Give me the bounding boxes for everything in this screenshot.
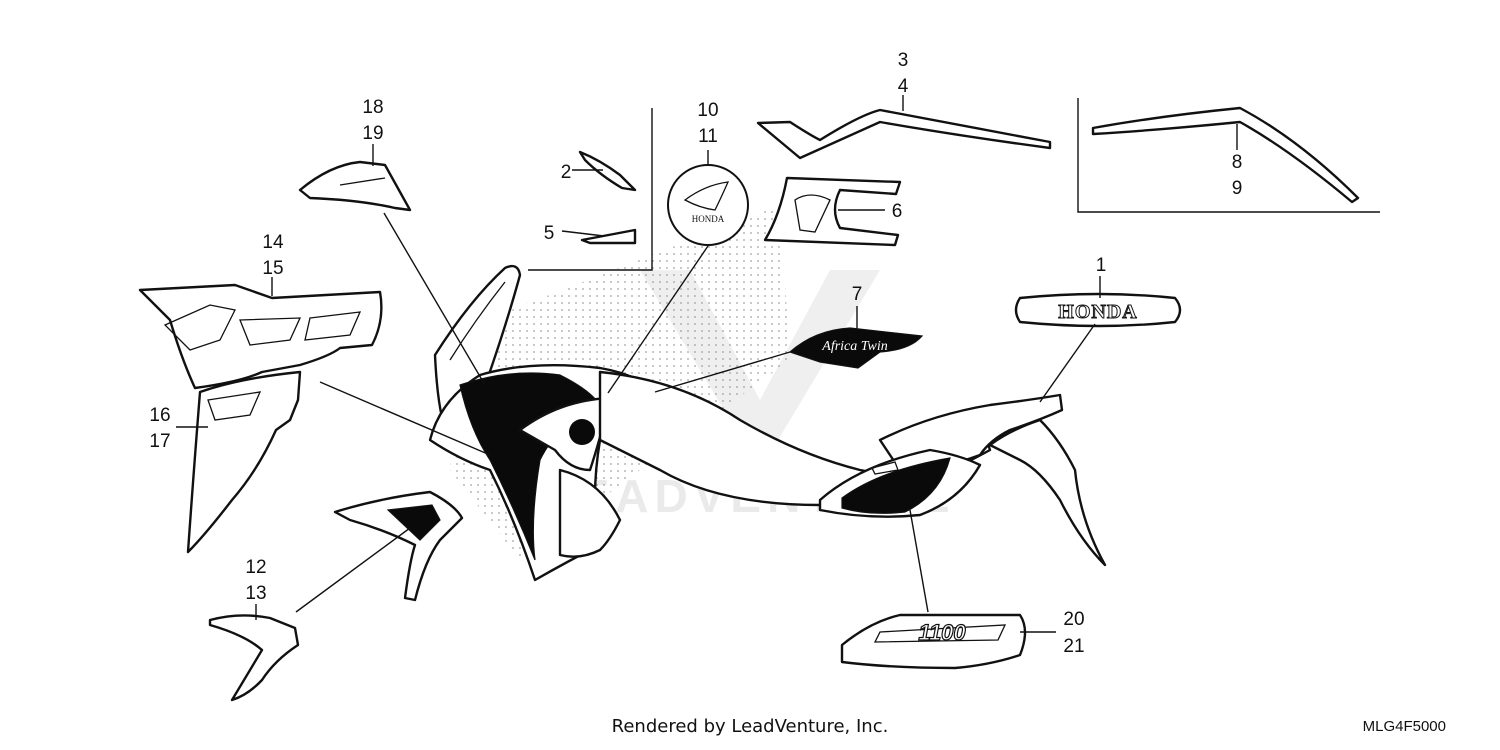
svg-text:12: 12	[245, 557, 266, 578]
decal-3-4	[756, 108, 1052, 160]
svg-text:8: 8	[1232, 152, 1243, 173]
svg-text:7: 7	[852, 284, 863, 305]
decal-20-21: 1100	[840, 613, 1027, 670]
callout-12-13: 12 13	[245, 557, 266, 604]
decal-14-15	[138, 283, 383, 390]
callout-6: 6	[892, 201, 903, 222]
decal-7: Africa Twin	[788, 327, 924, 369]
svg-text:15: 15	[262, 258, 283, 279]
callout-16-17: 16 17	[149, 405, 170, 452]
frame-seat-stripe	[1077, 98, 1380, 213]
callout-2: 2	[561, 162, 572, 183]
emblem-10-11: HONDA	[667, 164, 749, 246]
svg-text:5: 5	[544, 223, 555, 244]
model-badge-text: 1100	[918, 620, 966, 645]
callout-7: 7	[852, 284, 863, 305]
svg-text:1: 1	[1096, 255, 1107, 276]
decal-5	[580, 228, 637, 245]
emblem-text: HONDA	[692, 214, 725, 224]
svg-text:9: 9	[1232, 178, 1243, 199]
svg-text:3: 3	[898, 50, 909, 71]
decal-6	[763, 176, 902, 247]
callout-1: 1	[1096, 255, 1107, 276]
decal-16-17	[186, 370, 302, 554]
frame-small-decals	[528, 108, 653, 271]
mark-text: HONDA	[1058, 301, 1137, 323]
callout-5: 5	[544, 223, 555, 244]
svg-text:19: 19	[362, 123, 383, 144]
decal-2	[578, 150, 637, 192]
decal-side-shroud	[333, 490, 464, 602]
svg-text:2: 2	[561, 162, 572, 183]
svg-text:4: 4	[898, 76, 909, 97]
svg-text:13: 13	[245, 583, 266, 604]
leader-lines	[176, 95, 1238, 633]
decal-1: HONDA	[1014, 292, 1182, 328]
diagram-code: MLG4F5000	[1362, 718, 1446, 735]
callout-14-15: 14 15	[262, 232, 284, 279]
decal-18-19	[298, 160, 412, 212]
callout-3-4: 3 4	[898, 50, 909, 97]
svg-text:20: 20	[1063, 609, 1084, 630]
decal-12-13	[208, 614, 300, 702]
decal-8-9	[1091, 106, 1360, 204]
callout-18-19: 18 19	[362, 97, 383, 144]
svg-text:21: 21	[1063, 636, 1084, 657]
callout-20-21: 20 21	[1063, 609, 1084, 657]
callout-10-11: 10 11	[697, 100, 718, 147]
tank-script-text: Africa Twin	[821, 339, 887, 354]
svg-text:16: 16	[149, 405, 170, 426]
callout-8-9: 8 9	[1232, 152, 1243, 199]
svg-text:6: 6	[892, 201, 903, 222]
svg-text:14: 14	[262, 232, 284, 253]
svg-text:11: 11	[698, 126, 718, 147]
motorcycle-body	[428, 264, 1107, 582]
footer-credit: Rendered by LeadVenture, Inc.	[611, 716, 889, 737]
svg-text:10: 10	[697, 100, 718, 121]
svg-text:17: 17	[149, 431, 170, 452]
svg-text:18: 18	[362, 97, 383, 118]
